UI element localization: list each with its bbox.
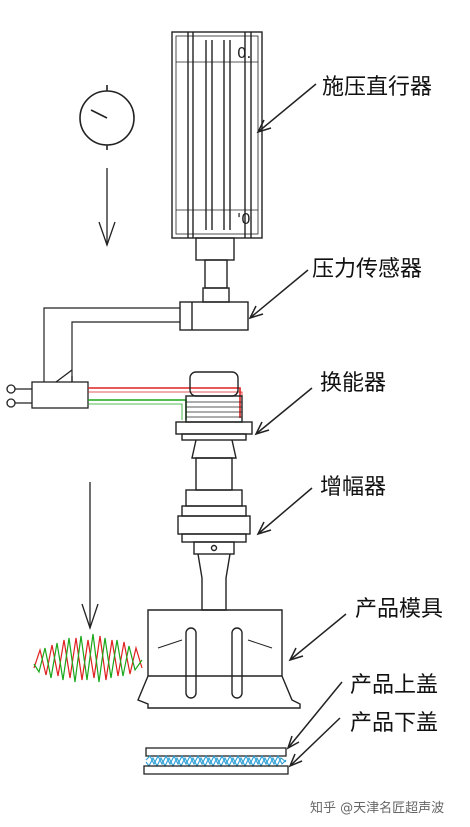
label-booster: 增幅器	[320, 475, 386, 500]
leader-lower-cover	[288, 717, 341, 768]
leader-mold	[288, 613, 347, 662]
label-mold: 产品模具	[355, 597, 443, 622]
power-switch	[6, 369, 89, 409]
weld-seam	[145, 754, 287, 768]
leader-booster	[256, 487, 313, 536]
pressure-gauge-icon	[79, 85, 135, 150]
vibration-wave-green	[33, 633, 143, 683]
product-lower-cover	[143, 765, 289, 775]
leader-pressure-sensor	[248, 269, 309, 320]
booster	[177, 457, 251, 611]
vibration-wave-red	[33, 635, 143, 681]
product-mold	[137, 609, 301, 709]
product-upper-cover	[145, 747, 287, 757]
label-transducer: 换能器	[320, 371, 386, 396]
sensor-cable	[43, 307, 180, 382]
leader-upper-cover	[286, 681, 343, 750]
transducer	[175, 371, 253, 459]
label-upper-cover: 产品上盖	[350, 673, 438, 698]
leader-lines	[248, 83, 347, 768]
label-pressure-sensor: 压力传感器	[312, 257, 422, 282]
port-label-top: 0.	[237, 44, 251, 62]
leader-actuator	[256, 83, 317, 134]
label-lower-cover: 产品下盖	[350, 711, 438, 736]
actuator-cylinder: 0. '0	[171, 31, 263, 303]
leader-transducer	[254, 387, 313, 436]
port-label-bottom: '0	[237, 210, 251, 228]
press-direction-arrow-icon	[98, 168, 116, 247]
watermark: 知乎 @天津名匠超声波	[310, 800, 444, 816]
label-actuator: 施压直行器	[322, 75, 432, 100]
pressure-sensor	[179, 301, 249, 331]
vibration-arrow-icon	[81, 482, 99, 631]
